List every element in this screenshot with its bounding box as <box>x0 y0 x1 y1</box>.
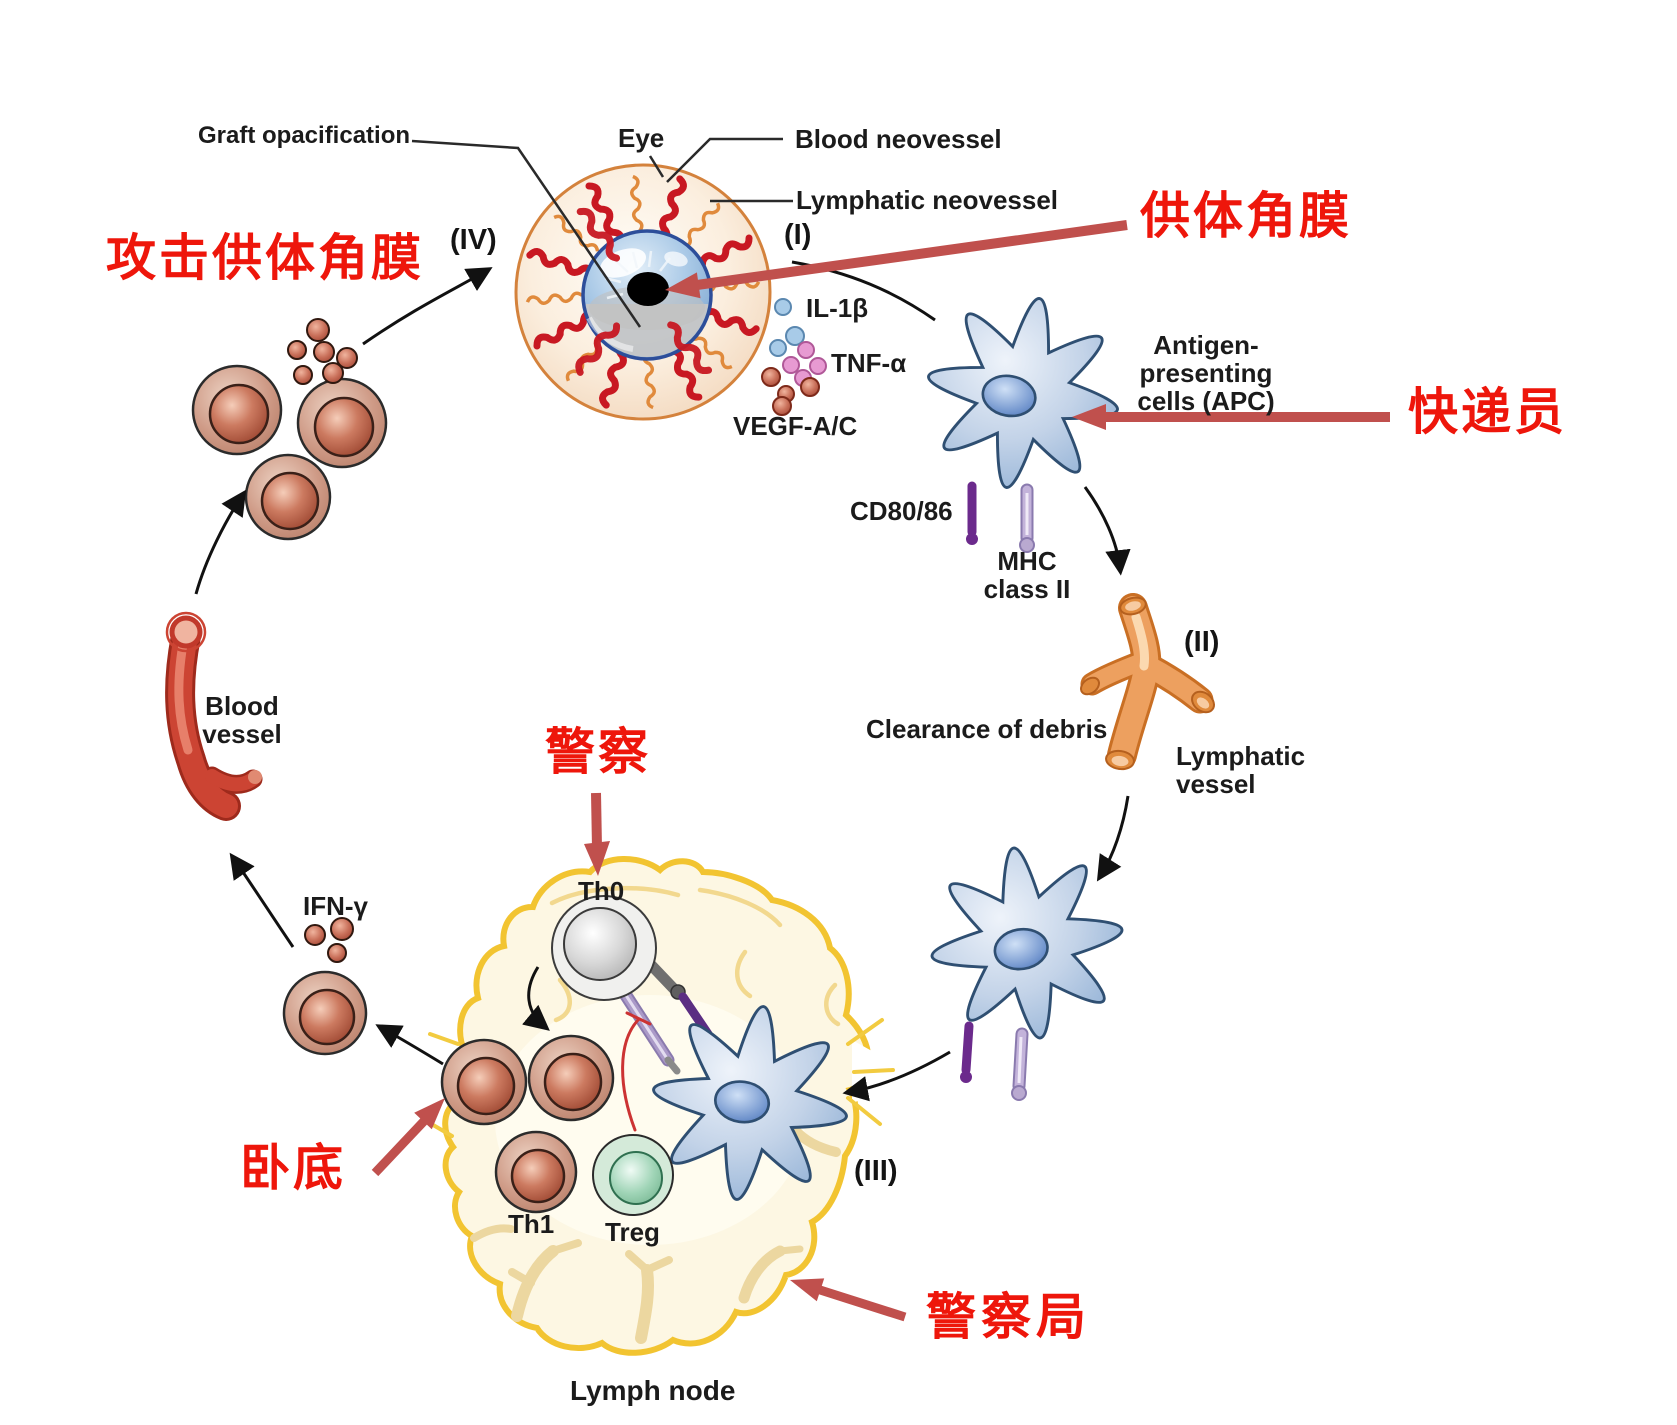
undercover-arrow <box>371 1098 445 1177</box>
label-graft-opacification: Graft opacification <box>198 122 411 149</box>
label-th1: Th1 <box>508 1209 555 1239</box>
annotation-courier: 快递员 <box>1408 384 1567 440</box>
eye-illustration <box>514 163 772 421</box>
cytokine-dots-eye <box>761 298 827 416</box>
label-lymphatic-vessel: Lymphatic vessel <box>1176 742 1305 798</box>
label-blood-line2: vessel <box>202 719 282 750</box>
label-th0: Th0 <box>578 876 625 906</box>
label-mhc-line2: class II <box>983 574 1071 605</box>
arrow-apc-to-node <box>842 1050 951 1102</box>
th0-cell-icon <box>551 895 657 1001</box>
th1-cell-icon <box>527 1034 615 1122</box>
label-lymph-node: Lymph node <box>570 1375 736 1406</box>
leader-lines <box>411 137 793 328</box>
mhc-receptor-icon <box>1019 483 1035 553</box>
arrow-lymphatic-to-apc <box>1096 795 1130 882</box>
label-blood-vessel: Blood vessel <box>192 692 292 748</box>
label-il1b: IL-1β <box>806 293 869 323</box>
label-mhc: MHC class II <box>977 547 1077 603</box>
lymph-node-inner-lining <box>549 885 841 1027</box>
treg-cell-icon <box>592 1134 674 1216</box>
donor-cornea-arrow <box>665 220 1128 299</box>
pupil-icon <box>627 272 669 306</box>
lymphatic-vessel-icon <box>1080 593 1215 771</box>
label-lymphatic-line1: Lymphatic <box>1176 741 1306 771</box>
label-apc: Antigen-presenting cells (APC) <box>1096 331 1316 415</box>
label-mhc-line1: MHC <box>997 546 1057 576</box>
annotation-police: 警察 <box>545 724 651 780</box>
label-eye: Eye <box>618 123 665 153</box>
arrow-cell-to-vessel <box>229 852 295 948</box>
th1-cell-icon <box>494 1130 578 1214</box>
arrow-cells-to-eye <box>362 267 493 346</box>
label-tnfa: TNF-α <box>831 348 907 378</box>
arrow-vessel-to-cells <box>194 489 247 595</box>
cd80-receptor-icon <box>961 1021 974 1075</box>
th1-cell-icon <box>244 453 332 541</box>
label-ifng: IFN-γ <box>303 891 368 921</box>
apc-cell-top <box>910 280 1136 553</box>
label-apc-line2: cells (APC) <box>1137 386 1275 417</box>
mhc-receptor-icon <box>1011 1027 1029 1101</box>
th1-cell-icon <box>282 970 368 1056</box>
apc-cell-lymphnode <box>638 991 862 1215</box>
label-clearance: Clearance of debris <box>866 714 1108 744</box>
label-lymphatic-neovessel: Lymphatic neovessel <box>796 185 1059 215</box>
il1b-dots-icon <box>769 298 805 357</box>
arrow-th1-exit-node <box>375 1024 444 1066</box>
apc-cell-middle <box>917 833 1137 1101</box>
police-station-arrow <box>790 1278 907 1322</box>
th1-cell-icon <box>296 377 388 469</box>
lymph-node-medulla-icon <box>470 1126 841 1344</box>
label-apc-line1: Antigen-presenting <box>1139 330 1273 389</box>
label-blood-neovessel: Blood neovessel <box>795 124 1002 154</box>
arrow-apc-to-lymphatic <box>1083 486 1131 576</box>
treg-inhibition-line <box>621 1018 640 1132</box>
vegf-dots-icon <box>761 367 820 416</box>
label-lymphatic-line2: vessel <box>1176 769 1256 800</box>
label-blood-line1: Blood <box>205 691 279 721</box>
label-cd80: CD80/86 <box>850 496 953 526</box>
label-treg: Treg <box>605 1217 660 1247</box>
blood-vessel-icon <box>165 611 263 821</box>
stage-ii-label: (II) <box>1184 626 1220 658</box>
annotation-attack-donor-cornea: 攻击供体角膜 <box>106 230 424 286</box>
th1-cell-icon <box>440 1038 528 1126</box>
annotation-donor-cornea: 供体角膜 <box>1140 188 1352 244</box>
annotation-police-station: 警察局 <box>926 1289 1091 1345</box>
annotation-arrows <box>371 220 1390 1322</box>
th1-cells <box>191 364 615 1214</box>
label-vegf: VEGF-A/C <box>733 411 858 441</box>
courier-arrow <box>1072 404 1390 430</box>
stage-i-label: (I) <box>784 219 812 251</box>
secreted-cytokine-dots-icon <box>287 318 358 963</box>
stage-iii-label: (III) <box>854 1155 898 1187</box>
arrow-th0-to-th1 <box>522 966 550 1031</box>
annotation-undercover: 卧底 <box>240 1140 346 1196</box>
stage-iv-label: (IV) <box>450 224 497 256</box>
th1-cell-icon <box>191 364 283 456</box>
tnfa-dots-icon <box>782 341 827 387</box>
police-arrow <box>584 792 610 876</box>
